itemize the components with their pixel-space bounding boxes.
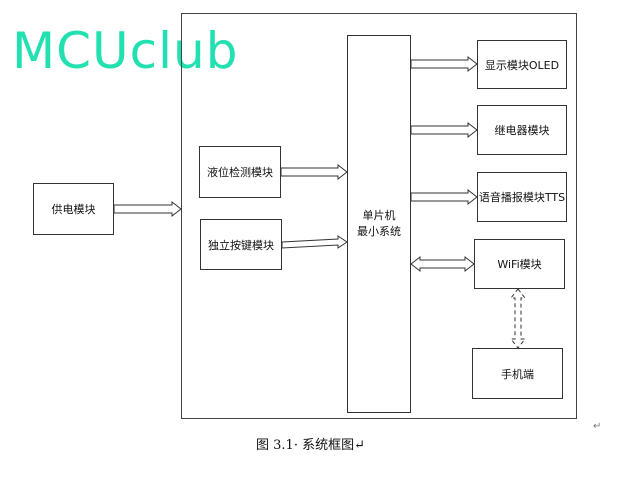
- arrow-mcu-to-oled: [410, 55, 478, 73]
- watermark-logo: MCUclub: [12, 22, 239, 80]
- paragraph-mark: ↵: [593, 421, 602, 432]
- arrow-liquid-to-mcu: [280, 163, 348, 181]
- relay-module-label: 继电器模块: [494, 124, 550, 137]
- arrow-mcu-wifi-bidirectional: [410, 255, 475, 273]
- arrow-wifi-phone-dashed: [509, 288, 527, 349]
- arrow-mcu-to-tts: [410, 188, 478, 206]
- mcu-label-line1: 单片机: [362, 209, 396, 222]
- system-boundary: [181, 13, 577, 419]
- arrow-keys-to-mcu: [281, 235, 348, 249]
- relay-module-box: 继电器模块: [477, 105, 567, 155]
- power-module-label: 供电模块: [51, 203, 96, 216]
- wifi-module-label: WiFi模块: [497, 258, 542, 271]
- mcu-label-line2: 最小系统: [357, 225, 401, 238]
- keys-module-label: 独立按键模块: [208, 238, 274, 252]
- liquid-level-module-label: 液位检测模块: [207, 166, 273, 179]
- arrow-power-to-system: [113, 200, 182, 218]
- keys-module-box: 独立按键模块: [200, 219, 282, 270]
- arrow-mcu-to-relay: [410, 121, 478, 139]
- oled-module-box: 显示模块OLED: [477, 40, 567, 89]
- wifi-module-box: WiFi模块: [474, 239, 565, 289]
- oled-module-label: 显示模块OLED: [484, 58, 560, 72]
- tts-module-label: 语音播报模块TTS: [478, 191, 566, 204]
- figure-caption: 图 3.1· 系统框图↵: [256, 438, 365, 453]
- mcu-label: 单片机 最小系统: [348, 208, 410, 240]
- power-module-box: 供电模块: [33, 183, 114, 235]
- mcu-system-box: 单片机 最小系统: [347, 35, 411, 413]
- tts-module-box: 语音播报模块TTS: [477, 172, 567, 222]
- phone-box: 手机端: [472, 348, 563, 399]
- phone-label: 手机端: [501, 367, 534, 381]
